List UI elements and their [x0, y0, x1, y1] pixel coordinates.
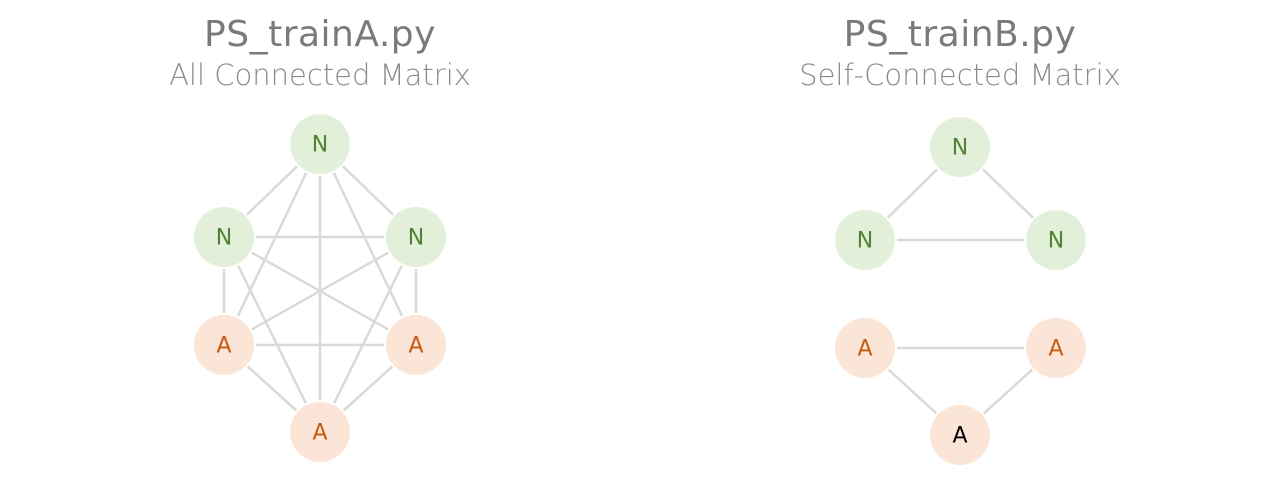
- left-graph-edges: [222, 165, 418, 412]
- right-node-label-n_left: N: [857, 229, 873, 254]
- right-node-circle-n_top: [930, 117, 990, 177]
- right-node-n_top: N: [930, 117, 990, 177]
- left-node-circle-a_left: [194, 315, 254, 375]
- left-node-a_left: A: [194, 315, 254, 375]
- right-node-label-n_right: N: [1048, 229, 1064, 254]
- left-node-n_top: N: [290, 114, 350, 174]
- left-node-circle-n_top: [290, 114, 350, 174]
- right-node-label-a_bottom: A: [952, 424, 967, 449]
- left-node-label-a_right: A: [408, 334, 423, 359]
- right-edge-n_top-n_right: [982, 168, 1034, 219]
- right-edge-a_left-a_bottom: [887, 368, 938, 415]
- left-node-label-n_top: N: [312, 133, 328, 158]
- right-graph-edges: [886, 168, 1034, 415]
- left-node-n_right: N: [386, 207, 446, 267]
- left-node-n_left: N: [194, 207, 254, 267]
- left-node-circle-a_right: [386, 315, 446, 375]
- left-node-circle-n_left: [194, 207, 254, 267]
- left-panel-title: PS_trainA.py: [204, 14, 436, 55]
- right-node-circle-a_left: [835, 318, 895, 378]
- left-node-circle-a_bottom: [290, 402, 350, 462]
- left-node-label-a_bottom: A: [312, 421, 327, 446]
- left-node-label-a_left: A: [216, 334, 231, 359]
- left-node-label-n_left: N: [216, 226, 232, 251]
- left-edge-n_top-n_left: [246, 165, 298, 216]
- right-edge-a_right-a_bottom: [982, 368, 1034, 415]
- right-panel-subtitle: Self-Connected Matrix: [799, 58, 1121, 92]
- right-node-n_right: N: [1026, 210, 1086, 270]
- right-node-n_left: N: [835, 210, 895, 270]
- right-node-label-n_top: N: [952, 136, 968, 161]
- left-node-a_right: A: [386, 315, 446, 375]
- left-edge-a_right-a_bottom: [342, 365, 394, 412]
- left-edge-n_top-n_right: [342, 165, 394, 216]
- right-edge-n_top-n_left: [886, 168, 939, 219]
- left-node-a_bottom: A: [290, 402, 350, 462]
- right-node-a_left: A: [835, 318, 895, 378]
- left-edge-n_top-a_left: [236, 172, 308, 317]
- left-node-label-n_right: N: [408, 226, 424, 251]
- right-node-label-a_right: A: [1048, 337, 1063, 362]
- left-edge-n_top-a_right: [332, 172, 404, 317]
- left-edge-n_right-a_left: [251, 251, 389, 331]
- left-edge-n_right-a_bottom: [333, 265, 403, 404]
- left-node-circle-n_right: [386, 207, 446, 267]
- right-panel-title: PS_trainB.py: [843, 14, 1077, 55]
- right-node-label-a_left: A: [857, 337, 872, 362]
- right-node-circle-a_bottom: [930, 405, 990, 465]
- left-graph-nodes: N N N A A A: [194, 114, 446, 462]
- right-graph-nodes: N N N A A A: [835, 117, 1086, 465]
- right-node-circle-n_right: [1026, 210, 1086, 270]
- right-node-a_bottom: A: [930, 405, 990, 465]
- left-edge-a_left-a_bottom: [246, 365, 298, 412]
- right-node-a_right: A: [1026, 318, 1086, 378]
- right-node-circle-n_left: [835, 210, 895, 270]
- right-node-circle-a_right: [1026, 318, 1086, 378]
- left-panel-subtitle: All Connected Matrix: [169, 58, 471, 92]
- left-edge-n_left-a_bottom: [237, 265, 307, 404]
